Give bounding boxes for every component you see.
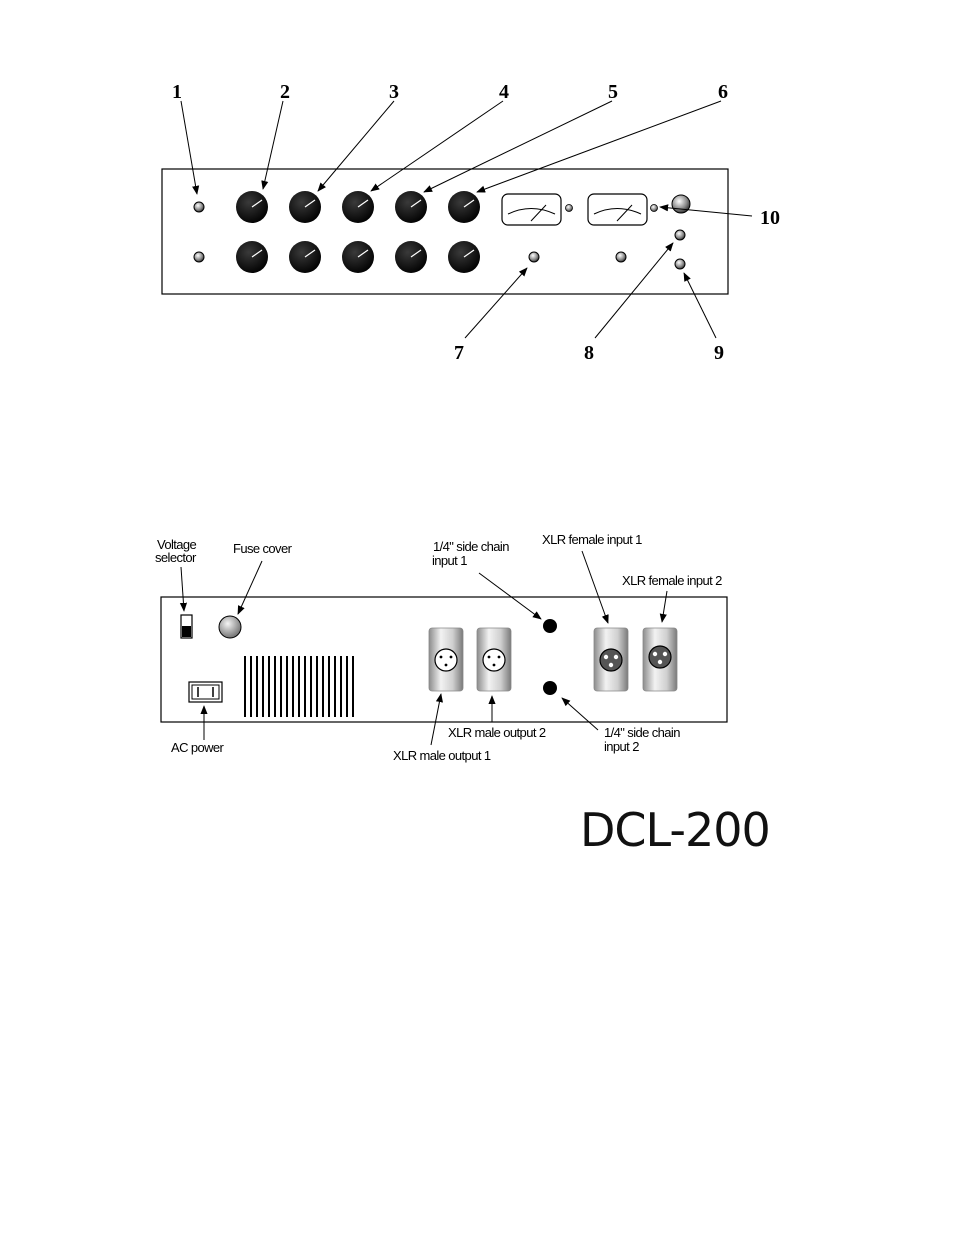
fuse-cover[interactable] bbox=[218, 615, 242, 639]
callout-number-7: 7 bbox=[454, 342, 464, 364]
callout-number-2: 2 bbox=[280, 81, 290, 103]
front-led-mid bbox=[615, 251, 627, 263]
callout-number-5: 5 bbox=[608, 81, 618, 103]
callout-number-4: 4 bbox=[499, 81, 509, 103]
front-panel-chassis bbox=[161, 168, 729, 295]
knob[interactable] bbox=[395, 191, 427, 223]
rear-panel: Voltage selector Fuse cover 1/4" side ch… bbox=[155, 532, 728, 763]
callout-number-8: 8 bbox=[584, 342, 594, 364]
arrow-xlr-female-2 bbox=[659, 590, 668, 623]
callout-number-9: 9 bbox=[714, 342, 724, 364]
vu-meter-1 bbox=[501, 193, 562, 226]
callout-arrow-3 bbox=[317, 100, 395, 192]
front-led-7 bbox=[528, 251, 540, 263]
knob[interactable] bbox=[289, 191, 321, 223]
front-led-8 bbox=[674, 229, 686, 241]
label-side-chain-1-line2: input 1 bbox=[432, 553, 467, 568]
label-side-chain-1-line1: 1/4" side chain bbox=[433, 539, 509, 554]
knob[interactable] bbox=[289, 241, 321, 273]
callout-arrow-1 bbox=[180, 100, 200, 195]
callout-arrow-2 bbox=[261, 100, 284, 190]
xlr-male-output-1-connector[interactable] bbox=[428, 627, 464, 692]
label-ac-power: AC power bbox=[171, 740, 225, 755]
vu-meter-2 bbox=[587, 193, 648, 226]
knob[interactable] bbox=[448, 241, 480, 273]
arrow-fuse-cover bbox=[237, 560, 263, 615]
knob[interactable] bbox=[236, 241, 268, 273]
callout-arrow-10 bbox=[659, 204, 753, 217]
label-voltage-selector-line2: selector bbox=[155, 550, 197, 565]
knob[interactable] bbox=[395, 241, 427, 273]
voltage-selector-switch[interactable] bbox=[180, 614, 193, 639]
label-xlr-female-input-1: XLR female input 1 bbox=[542, 532, 642, 547]
knob[interactable] bbox=[342, 191, 374, 223]
side-chain-input-1-jack[interactable] bbox=[543, 619, 557, 633]
callout-arrow-8 bbox=[594, 242, 674, 339]
arrow-side-chain-1 bbox=[478, 572, 542, 620]
callout-number-1: 1 bbox=[172, 81, 182, 103]
knob[interactable] bbox=[342, 241, 374, 273]
arrow-xlr-female-1 bbox=[581, 550, 609, 624]
meter-led-2 bbox=[650, 204, 658, 212]
model-name: DCL-200 bbox=[580, 803, 770, 857]
xlr-male-output-2-connector[interactable] bbox=[476, 627, 512, 692]
callout-arrow-5 bbox=[423, 100, 613, 193]
label-side-chain-2-line1: 1/4" side chain bbox=[604, 725, 680, 740]
label-xlr-female-input-2: XLR female input 2 bbox=[622, 573, 722, 588]
front-led-top-left bbox=[193, 201, 205, 213]
callout-arrow-4 bbox=[370, 100, 504, 192]
knob[interactable] bbox=[236, 191, 268, 223]
callout-arrow-6 bbox=[476, 100, 722, 193]
callout-number-3: 3 bbox=[389, 81, 399, 103]
power-switch-knob[interactable] bbox=[671, 194, 691, 214]
callout-arrow-9 bbox=[683, 272, 717, 339]
label-side-chain-2-line2: input 2 bbox=[604, 739, 639, 754]
front-led-bottom-left bbox=[193, 251, 205, 263]
arrow-xlr-male-1 bbox=[430, 693, 443, 746]
arrow-side-chain-2 bbox=[561, 697, 599, 731]
knob[interactable] bbox=[448, 191, 480, 223]
label-xlr-male-output-2: XLR male output 2 bbox=[448, 725, 546, 740]
label-voltage-selector-line1: Voltage bbox=[157, 537, 197, 552]
side-chain-input-2-jack[interactable] bbox=[543, 681, 557, 695]
knob-row-bottom bbox=[236, 241, 480, 273]
knob-row-top bbox=[236, 191, 480, 223]
meter-led-1 bbox=[565, 204, 573, 212]
label-xlr-male-output-1: XLR male output 1 bbox=[393, 748, 491, 763]
callout-arrow-7 bbox=[464, 267, 528, 339]
callout-number-10: 10 bbox=[760, 207, 780, 229]
ac-power-socket[interactable] bbox=[188, 681, 223, 703]
heatsink-vent bbox=[244, 656, 354, 717]
callout-number-6: 6 bbox=[718, 81, 728, 103]
front-panel: 1 2 3 4 5 6 7 8 9 10 bbox=[161, 81, 780, 364]
front-led-9 bbox=[674, 258, 686, 270]
arrow-voltage-selector bbox=[179, 566, 188, 612]
xlr-female-input-2-connector[interactable] bbox=[642, 627, 678, 692]
xlr-female-input-1-connector[interactable] bbox=[593, 627, 629, 692]
label-fuse-cover: Fuse cover bbox=[233, 541, 293, 556]
